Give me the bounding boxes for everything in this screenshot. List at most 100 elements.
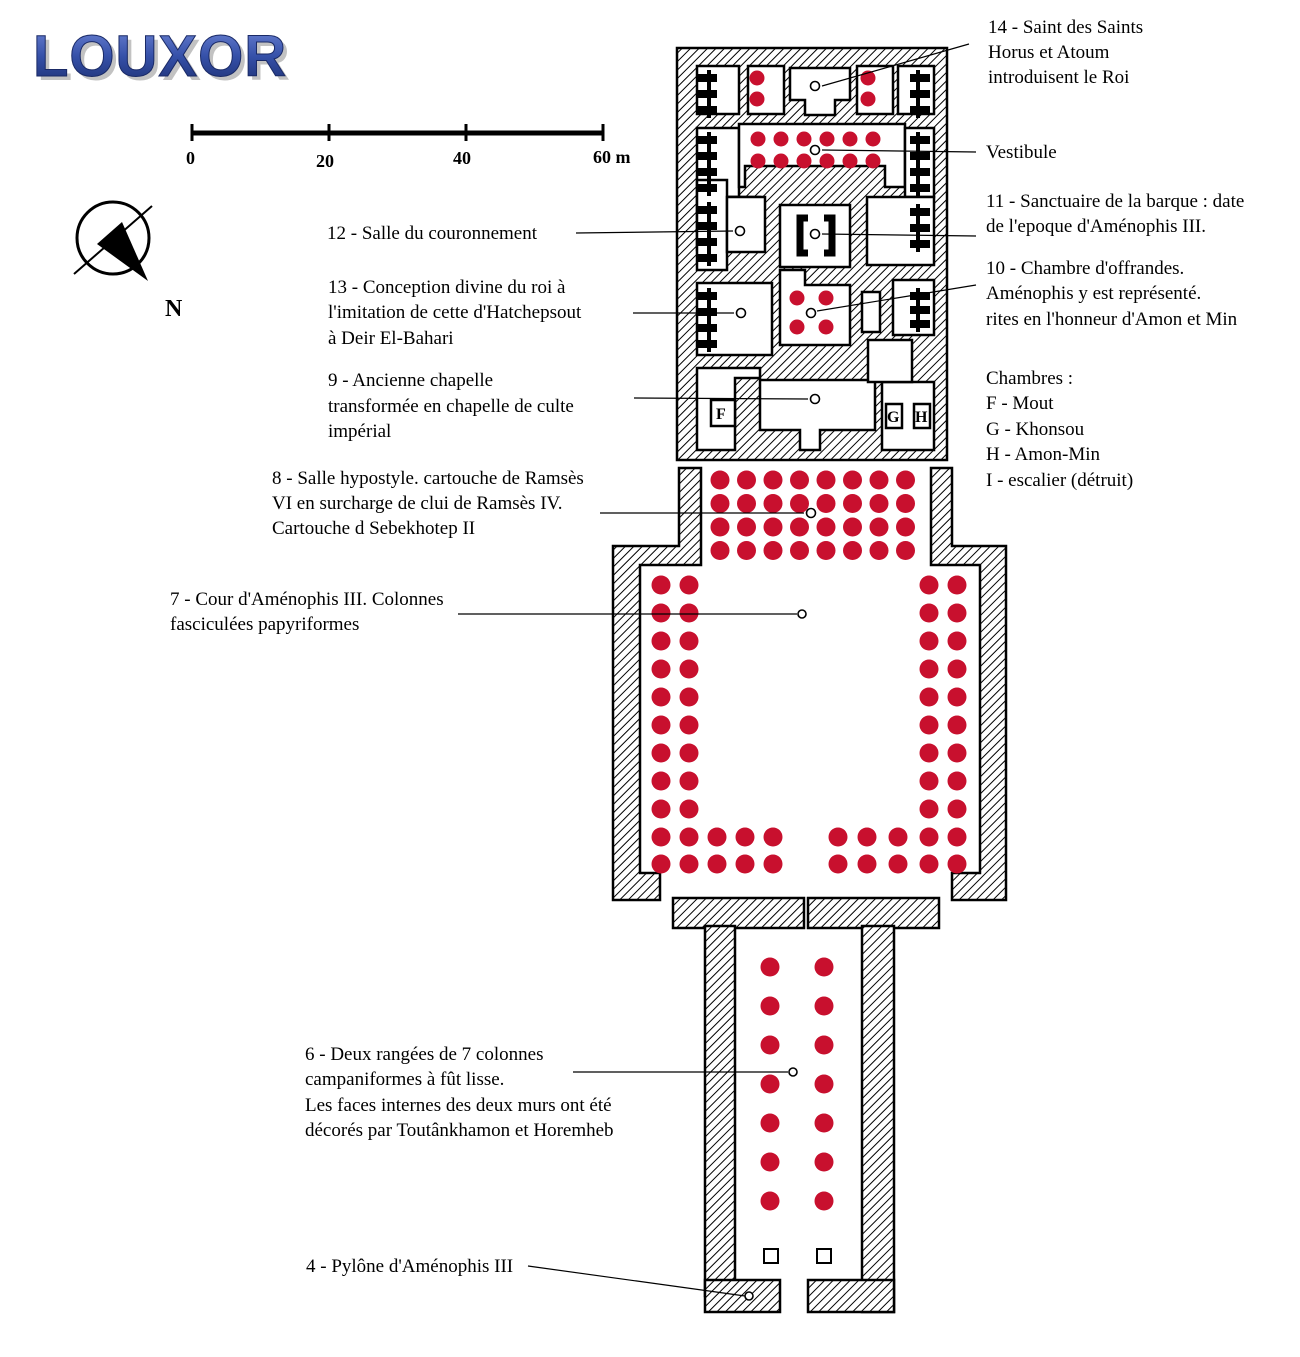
compass-icon: N — [73, 200, 183, 322]
column-marker — [763, 827, 783, 847]
niche-mark — [916, 86, 920, 102]
north-label: N — [165, 296, 183, 322]
niche-mark — [707, 336, 711, 352]
temple-plan: F G H — [611, 46, 1008, 1314]
niche-mark — [916, 70, 920, 86]
label-line: I - escalier (détruit) — [986, 470, 1133, 491]
label-line: 8 - Salle hypostyle. cartouche de Ramsès — [272, 468, 584, 489]
column-marker — [947, 631, 967, 651]
column-marker — [651, 854, 671, 874]
column-marker — [737, 470, 756, 490]
map-title: LOUXOR LOUXOR — [33, 24, 291, 94]
column-marker — [843, 470, 862, 490]
column-marker — [816, 517, 836, 537]
column-marker — [919, 715, 939, 735]
niche-mark — [916, 288, 920, 304]
niche-mark — [916, 204, 920, 220]
scale-tick-label: 20 — [316, 151, 334, 171]
column-marker — [651, 687, 671, 707]
label-line: 9 - Ancienne chapelle — [328, 370, 493, 391]
column-marker — [651, 715, 671, 735]
label-line: introduisent le Roi — [988, 67, 1129, 88]
title-text: LOUXOR — [33, 24, 287, 89]
column-marker — [651, 631, 671, 651]
column-marker — [679, 827, 699, 847]
label-line: décorés par Toutânkhamon et Horemheb — [305, 1120, 614, 1141]
column-marker — [947, 575, 967, 595]
column-marker — [947, 743, 967, 763]
column-marker — [790, 494, 809, 513]
column-marker — [919, 854, 939, 874]
column-marker — [947, 799, 967, 819]
column-marker — [651, 743, 671, 763]
label-line: 13 - Conception divine du roi à — [328, 277, 566, 298]
column-marker — [814, 996, 834, 1016]
label-pylone: 4 - Pylône d'Aménophis III — [306, 1256, 513, 1277]
column-marker — [819, 153, 835, 169]
column-marker — [896, 470, 915, 490]
column-marker — [763, 494, 783, 513]
niche-mark — [916, 102, 920, 118]
wall-niches — [697, 70, 930, 352]
label-line: 10 - Chambre d'offrandes. — [986, 258, 1184, 279]
label-line: de l'epoque d'Aménophis III. — [986, 216, 1206, 237]
label-salle-couronnement: 12 - Salle du couronnement — [327, 223, 538, 244]
label-line: l'imitation de cette d'Hatchepsout — [328, 302, 582, 323]
column-marker — [679, 799, 699, 819]
chamber-f-label: F — [716, 406, 726, 423]
column-marker — [919, 827, 939, 847]
label-line: Horus et Atoum — [988, 42, 1110, 63]
column-marker — [735, 827, 755, 847]
label-line: à Deir El-Bahari — [328, 328, 454, 349]
column-marker — [947, 827, 967, 847]
label-line: 12 - Salle du couronnement — [327, 223, 538, 244]
column-marker — [919, 743, 939, 763]
column-marker — [947, 687, 967, 707]
column-marker — [763, 470, 783, 490]
column-marker — [919, 771, 939, 791]
column-marker — [814, 1152, 834, 1172]
column-marker — [679, 659, 699, 679]
niche-mark — [707, 86, 711, 102]
column-marker — [857, 854, 877, 874]
column-marker — [651, 771, 671, 791]
column-marker — [790, 541, 809, 560]
label-vestibule: Vestibule — [986, 142, 1057, 163]
column-marker — [888, 854, 908, 874]
column-marker — [843, 494, 862, 513]
column-marker — [842, 153, 858, 169]
niche-mark — [707, 288, 711, 304]
column-marker — [865, 153, 881, 169]
column-marker — [896, 494, 915, 513]
niche-mark — [916, 132, 920, 148]
column-marker — [843, 541, 862, 560]
niche-mark — [916, 302, 920, 318]
chamber-g-label: G — [887, 409, 900, 426]
scale-tick-label: 0 — [186, 148, 195, 168]
column-marker — [763, 854, 783, 874]
column-marker — [947, 603, 967, 623]
label-line: Chambres : — [986, 368, 1073, 389]
label-line: Aménophis y est représenté. — [986, 283, 1201, 304]
niche-mark — [707, 320, 711, 336]
column-marker — [737, 541, 756, 560]
column-marker — [763, 517, 783, 537]
column-marker — [919, 799, 939, 819]
columns — [651, 70, 967, 1211]
column-marker — [760, 1191, 780, 1211]
leader-lines — [458, 43, 977, 1301]
niche-mark — [916, 180, 920, 196]
scale-bar: 0 20 40 60 m — [186, 124, 631, 171]
column-marker — [869, 470, 889, 490]
column-marker — [796, 153, 812, 169]
column-marker — [651, 603, 671, 623]
column-marker — [828, 827, 848, 847]
niche-mark — [916, 236, 920, 252]
column-marker — [651, 799, 671, 819]
niche-mark — [707, 250, 711, 266]
title-shadow: LOUXOR — [37, 28, 291, 93]
scale-tick-label: 40 — [453, 148, 471, 168]
label-saint-des-saints: 14 - Saint des Saints Horus et Atoum int… — [988, 17, 1143, 88]
niche-mark — [916, 220, 920, 236]
